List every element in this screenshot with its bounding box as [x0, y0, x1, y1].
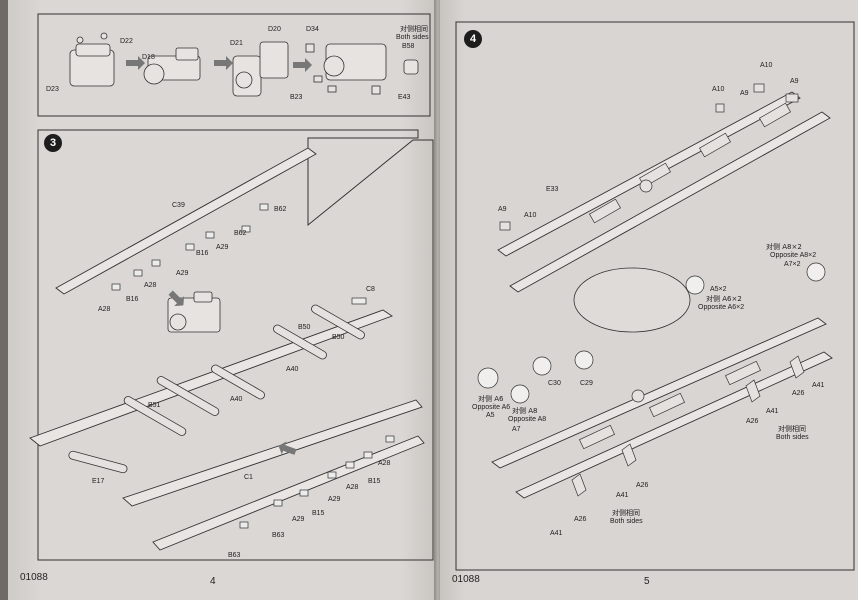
part-label: A5 [486, 412, 495, 419]
step3-frame [37, 129, 434, 561]
note-en: Both sides [396, 34, 429, 41]
part-label: A10 [524, 212, 537, 219]
part-label: C39 [172, 202, 185, 209]
note-en: Both sides [610, 518, 643, 525]
part-label: A41 [550, 530, 563, 537]
book-spine [434, 0, 442, 600]
part-label: D20 [268, 26, 281, 33]
part-label: A28 [378, 460, 391, 467]
note-cn: 对侧 A6 [478, 395, 504, 403]
part-label: C1 [244, 474, 253, 481]
note-en: Opposite A8 [508, 416, 547, 423]
instruction-page-left: D22 D23 D18 D20 D21 D34 B23 E43 对侧相同 Bot… [8, 0, 436, 600]
part-label: D23 [46, 86, 59, 93]
kit-number: 01088 [20, 572, 48, 583]
part-label: A26 [636, 482, 649, 489]
part-label: A41 [812, 382, 825, 389]
part-label: B15 [368, 478, 381, 485]
part-label: B63 [272, 532, 285, 539]
step-number-3: 3 [44, 134, 62, 152]
part-label: B51 [148, 402, 161, 409]
part-label: B62 [234, 230, 247, 237]
top-panel-frame [37, 13, 431, 117]
part-label: A26 [574, 516, 587, 523]
note-en: Opposite A8×2 [770, 252, 817, 259]
part-label: E17 [92, 478, 105, 485]
left-page-drawing [29, 13, 434, 561]
instruction-page-right: 4 A10 A9 A10 A9 E33 A9 A10 对侧 A8×2 Oppos… [440, 0, 858, 600]
kit-number: 01088 [452, 574, 480, 585]
part-label: B63 [228, 552, 241, 559]
part-label: A7×2 [784, 261, 801, 268]
part-label: A26 [792, 390, 805, 397]
part-label: A28 [346, 484, 359, 491]
page-number: 4 [210, 576, 216, 587]
part-label: A41 [766, 408, 779, 415]
detail-inset [573, 267, 691, 333]
part-label: B15 [312, 510, 325, 517]
part-label: B16 [126, 296, 139, 303]
part-label: B58 [402, 43, 415, 50]
part-label: C8 [366, 286, 375, 293]
note-cn: 对侧相同 [612, 509, 640, 517]
note-cn: 对侧 A8 [512, 407, 538, 415]
part-label: D18 [142, 54, 155, 61]
part-label: A10 [760, 62, 773, 69]
part-label: A29 [176, 270, 189, 277]
part-label: A26 [746, 418, 759, 425]
part-label: A5×2 [710, 286, 727, 293]
note-en: Opposite A6 [472, 404, 511, 411]
part-label: A40 [286, 366, 299, 373]
page-number: 5 [644, 576, 650, 587]
part-label: A41 [616, 492, 629, 499]
step-number-4: 4 [464, 30, 482, 48]
part-label: C30 [548, 380, 561, 387]
note-cn: 对侧相同 [400, 25, 428, 33]
part-label: A9 [740, 90, 749, 97]
part-label: A7 [512, 426, 521, 433]
part-label: A9 [498, 206, 507, 213]
note-en: Both sides [776, 434, 809, 441]
step4-frame [455, 21, 855, 571]
part-label: E43 [398, 94, 411, 101]
part-label: D21 [230, 40, 243, 47]
part-label: A28 [98, 306, 111, 313]
part-label: A29 [328, 496, 341, 503]
part-label: A29 [216, 244, 229, 251]
part-label: E33 [546, 186, 559, 193]
note-cn: 对侧相同 [778, 425, 806, 433]
part-label: B62 [274, 206, 287, 213]
note-cn: 对侧 A8×2 [766, 243, 802, 251]
part-label: A9 [790, 78, 799, 85]
part-label: C29 [580, 380, 593, 387]
note-en: Opposite A6×2 [698, 304, 745, 311]
part-label: A29 [292, 516, 305, 523]
part-label: B50 [298, 324, 311, 331]
part-label: B23 [290, 94, 303, 101]
part-label: A40 [230, 396, 243, 403]
part-label: A28 [144, 282, 157, 289]
part-label: D22 [120, 38, 133, 45]
part-label: B50 [332, 334, 345, 341]
right-page-drawing [455, 21, 855, 571]
part-label: B16 [196, 250, 209, 257]
note-cn: 对侧 A6×2 [706, 295, 742, 303]
part-label: A10 [712, 86, 725, 93]
part-label: D34 [306, 26, 319, 33]
